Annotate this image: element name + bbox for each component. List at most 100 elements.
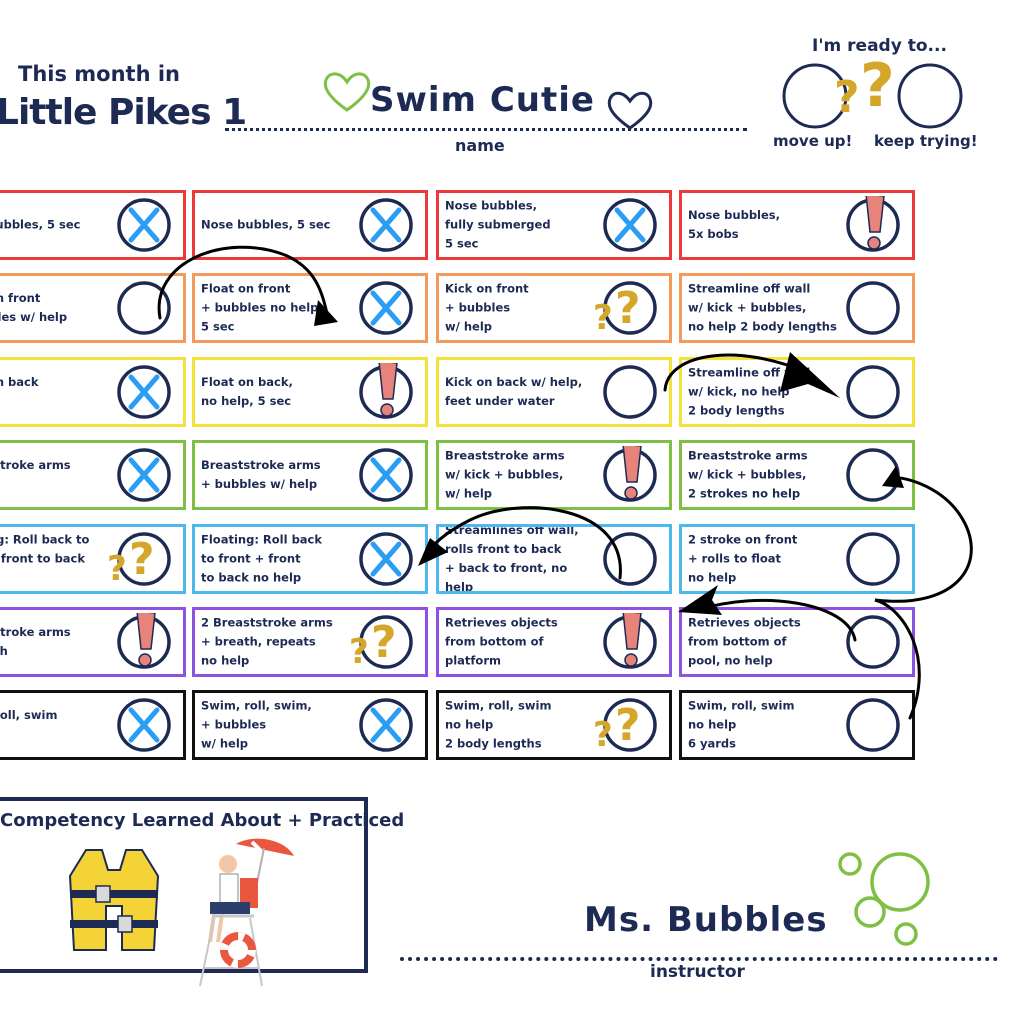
skill-cell: Float on front + bubbles no help, 5 sec [192,273,428,343]
skill-text: 2 stroke on front + rolls to float no he… [688,532,798,585]
skill-text: Breaststroke arms + breath [0,625,71,658]
x-mark-icon [359,448,413,502]
skill-text: Nose bubbles, 5x bobs [688,208,781,241]
x-mark-icon [117,365,171,419]
skill-text: Swim, roll, swim no help 6 yards [688,698,795,751]
question-marks-icon: ?? [593,698,657,755]
skill-text: Nose bubbles, 5 sec [201,217,331,232]
empty-circle-icon [846,365,900,419]
skill-cell: Nose bubbles, fully submerged 5 sec [436,190,672,260]
skill-cell: Floating: Roll back to front + front to … [0,524,186,594]
skill-cell: Breaststroke arms w/ kick + bubbles, 2 s… [679,440,915,510]
skill-cell: Streamlines off wall, rolls front to bac… [436,524,672,594]
ready-move-up-label: move up! [773,132,853,150]
ready-keep-trying-label: keep trying! [874,132,978,150]
skill-cell: Streamline off wall w/ kick + bubbles, n… [679,273,915,343]
skill-text: Float on back, no help, 5 sec [201,375,293,408]
skill-text: Floating: Roll back to front + front to … [0,532,90,566]
skill-text: Breaststroke arms w/ kick + bubbles, 2 s… [688,448,808,501]
name-label: name [455,136,505,155]
skill-cell: Kick on back w/ help, feet under water [436,357,672,427]
svg-text:?: ? [593,298,613,338]
heart-outline-icon [323,72,371,112]
x-mark-icon [117,698,171,752]
skill-cell: Float on back w/ help [0,357,186,427]
bubbles-icon [838,852,930,946]
svg-text:?: ? [615,700,641,751]
empty-circle-icon [846,281,900,335]
skill-cell: Swim, roll, swim no help 6 yards [679,690,915,760]
svg-text:?: ? [834,72,860,123]
skill-text: Swim, roll, swim w/ help [0,708,58,722]
skill-text: Retrieves objects from bottom of pool, n… [688,615,801,668]
instructor-name: Ms. Bubbles [584,900,828,940]
exclamation-icon [359,363,413,419]
svg-text:?: ? [349,632,369,672]
ready-circles [782,63,963,129]
svg-text:?: ? [107,549,127,589]
skill-cell: Nose bubbles, 5 sec [0,190,186,260]
x-mark-icon [359,698,413,752]
skill-cell: Breaststroke arms w/ help [0,440,186,510]
skill-text: Retrieves objects from bottom of platfor… [445,615,558,668]
skill-text: Breaststroke arms + bubbles w/ help [201,458,321,491]
exclamation-icon [603,446,657,502]
question-marks-icon: ? ? [834,51,895,123]
skill-text: Float on back w/ help [0,375,39,389]
skill-cell: 2 Breaststroke arms + breath, repeats no… [192,607,428,677]
skill-text: Breaststroke arms w/ help [0,458,71,472]
skill-cell: Breaststroke arms + breath [0,607,186,677]
skill-cell: 2 stroke on front + rolls to float no he… [679,524,915,594]
heart-outline-icon [607,91,653,130]
competency-box [0,797,368,973]
skill-cell: Breaststroke arms + bubbles w/ help [192,440,428,510]
skill-text: 2 Breaststroke arms + breath, repeats no… [201,615,333,668]
instructor-underline [400,957,998,961]
skill-text: Nose bubbles, 5 sec [0,217,81,232]
skill-text: Float on front + bubbles no help, 5 sec [201,281,323,334]
skill-text: Streamline off wall w/ kick, no help 2 b… [688,365,811,418]
lifeguard-chair-icon [199,838,294,987]
empty-circle-icon [846,698,900,752]
skill-text: Kick on front + bubbles w/ help [445,281,529,334]
svg-text:?: ? [593,715,613,755]
skill-cell: Streamline off wall w/ kick, no help 2 b… [679,357,915,427]
skill-text: Nose bubbles, fully submerged 5 sec [445,198,551,251]
empty-circle-icon [117,281,171,335]
x-mark-icon [359,198,413,252]
x-mark-icon [603,198,657,252]
month-heading: This month in [18,62,180,86]
empty-circle-icon [603,365,657,419]
svg-text:?: ? [860,51,895,121]
svg-text:?: ? [371,617,397,668]
empty-circle-icon [603,532,657,586]
skill-cell: Swim, roll, swim no help 2 body lengths?… [436,690,672,760]
exclamation-icon [846,196,900,252]
name-underline [225,128,747,131]
empty-circle-icon [846,532,900,586]
skill-text: Streamlines off wall, rolls front to bac… [445,524,579,594]
skill-text: Swim, roll, swim, + bubbles w/ help [201,698,312,751]
svg-text:?: ? [129,534,155,585]
student-name: Swim Cutie [370,80,595,120]
x-mark-icon [117,198,171,252]
question-marks-icon: ?? [593,281,657,338]
empty-circle-icon [846,448,900,502]
x-mark-icon [359,532,413,586]
skill-cell: Nose bubbles, 5 sec [192,190,428,260]
x-mark-icon [117,448,171,502]
instructor-label: instructor [650,962,745,982]
question-marks-icon: ?? [349,615,413,672]
empty-circle-icon [846,615,900,669]
question-marks-icon: ?? [107,532,171,589]
skill-cell: Floating: Roll back to front + front to … [192,524,428,594]
competency-title: Competency Learned About + Practiced [0,810,405,831]
skill-text: Breaststroke arms w/ kick + bubbles, w/ … [445,448,565,501]
skill-cell: Nose bubbles, 5x bobs [679,190,915,260]
exclamation-icon [603,613,657,669]
skill-cell: Float on back, no help, 5 sec [192,357,428,427]
skill-text: Float on front + bubbles w/ help [0,291,68,324]
skill-cell: Swim, roll, swim, + bubbles w/ help [192,690,428,760]
x-mark-icon [359,281,413,335]
life-vest-icon [68,849,160,951]
